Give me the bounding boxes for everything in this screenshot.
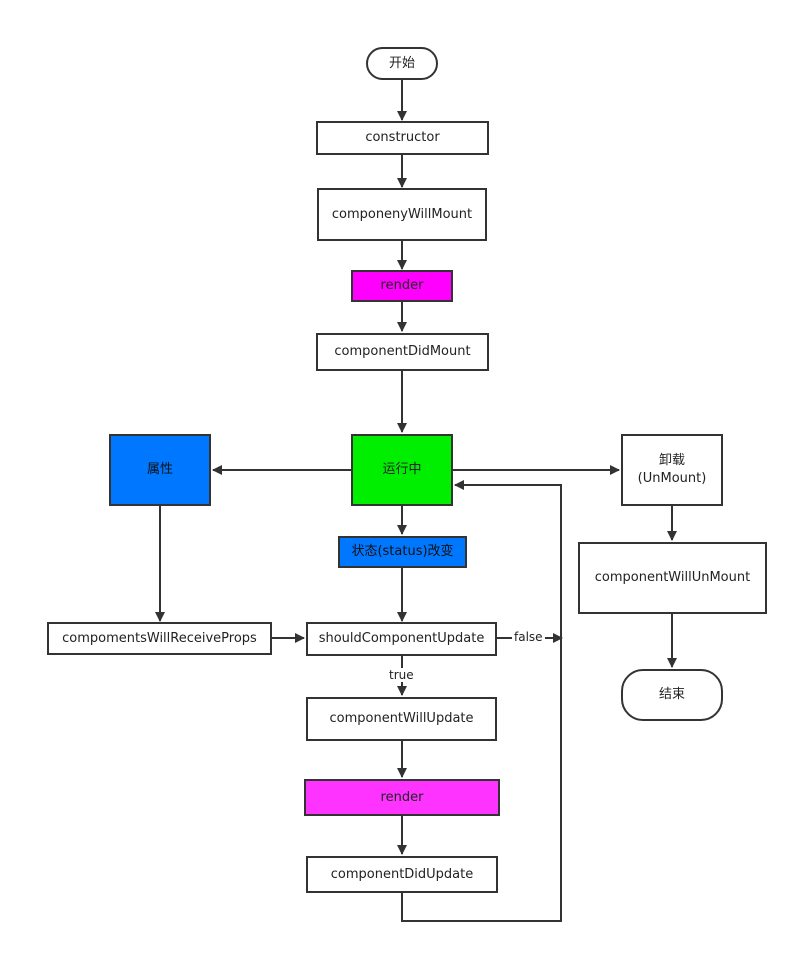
component-did-update-node: componentDidUpdate [306,856,498,893]
constructor-node: constructor [316,121,489,155]
start-node: 开始 [366,47,438,80]
running-node: 运行中 [351,434,453,506]
component-will-mount-node: componenyWillMount [317,188,487,241]
render-node-1: render [351,270,453,302]
arrow-didupdate-loop [401,480,562,922]
unmount-node: 卸载 (UnMount) [621,434,723,506]
should-component-update-node: shouldComponentUpdate [306,622,497,656]
true-label: true [387,668,416,682]
component-did-mount-node: componentDidMount [316,333,489,371]
props-node: 属性 [109,434,211,506]
render-node-2: render [304,779,500,816]
receive-props-node: compomentsWillReceiveProps [47,622,272,655]
false-label: false [512,630,545,644]
component-will-unmount-node: componentWillUnMount [578,542,767,614]
state-change-node: 状态(status)改变 [338,536,467,568]
component-will-update-node: componentWillUpdate [306,697,497,741]
end-node: 结束 [621,669,723,721]
